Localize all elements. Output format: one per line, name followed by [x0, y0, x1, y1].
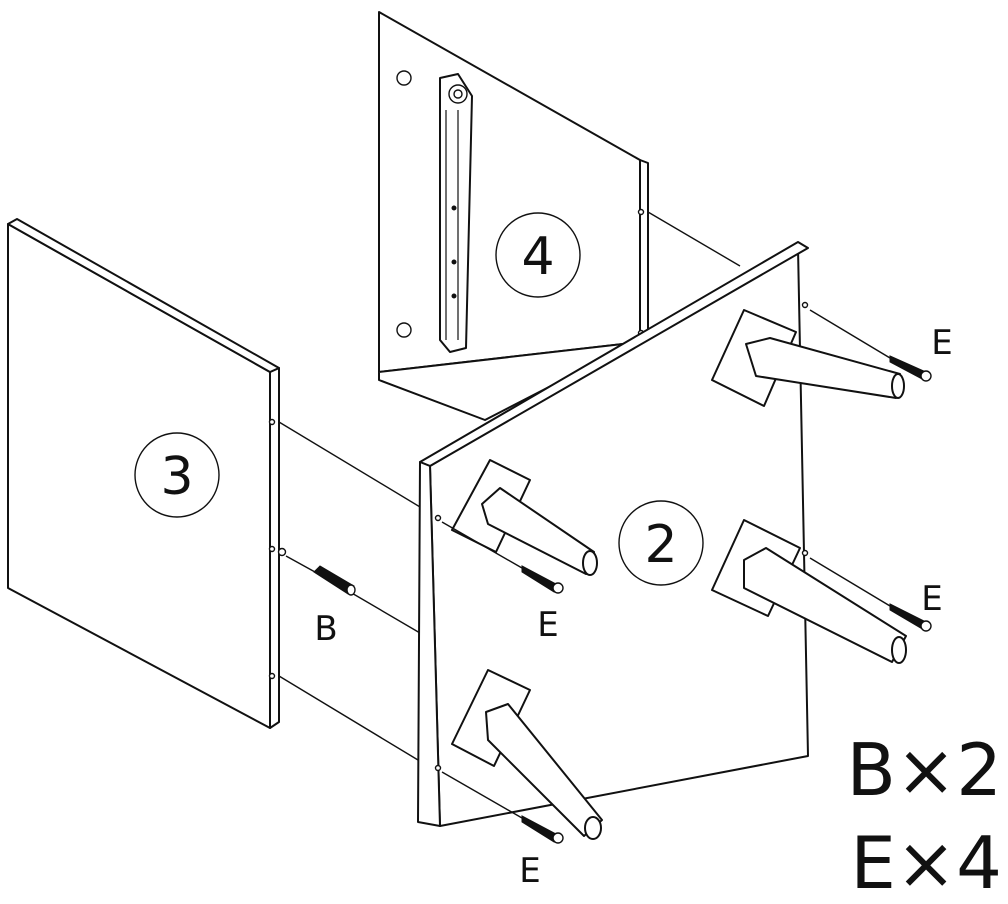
screw-e-2: [889, 603, 932, 632]
panel-4-badge: [495, 212, 581, 298]
leg-middle-right: [711, 519, 907, 664]
leg-bottom-left: [451, 669, 603, 840]
screw-count: E×4: [850, 821, 1002, 899]
panel-2: 2: [417, 241, 809, 827]
screw-e-1: [889, 355, 932, 382]
dowel-b: B: [313, 565, 356, 649]
panel-4-label: 4: [521, 227, 554, 287]
screw-e-4: [521, 815, 564, 844]
screw-label: E: [931, 323, 952, 363]
dowel-label: B: [314, 609, 337, 649]
leg-top-right: [711, 309, 905, 407]
cam-hole-bottom: [396, 322, 412, 338]
screw-label: E: [537, 605, 558, 645]
screw-e-3: [521, 565, 564, 594]
screw-label: E: [519, 851, 540, 891]
panel-3: 3: [7, 218, 287, 729]
panel-4: 4: [378, 11, 649, 421]
panel-2-badge: [618, 500, 704, 586]
screw-label: E: [921, 579, 942, 619]
panel-2-label: 2: [644, 515, 677, 575]
dowel-count: B×2: [846, 728, 1002, 812]
cam-hole-top: [396, 70, 412, 86]
panel-3-label: 3: [160, 447, 193, 507]
panel-3-badge: [134, 432, 220, 518]
drawer-runner: [439, 73, 473, 353]
leg-left: [451, 459, 598, 576]
edge-hole: [637, 208, 645, 216]
